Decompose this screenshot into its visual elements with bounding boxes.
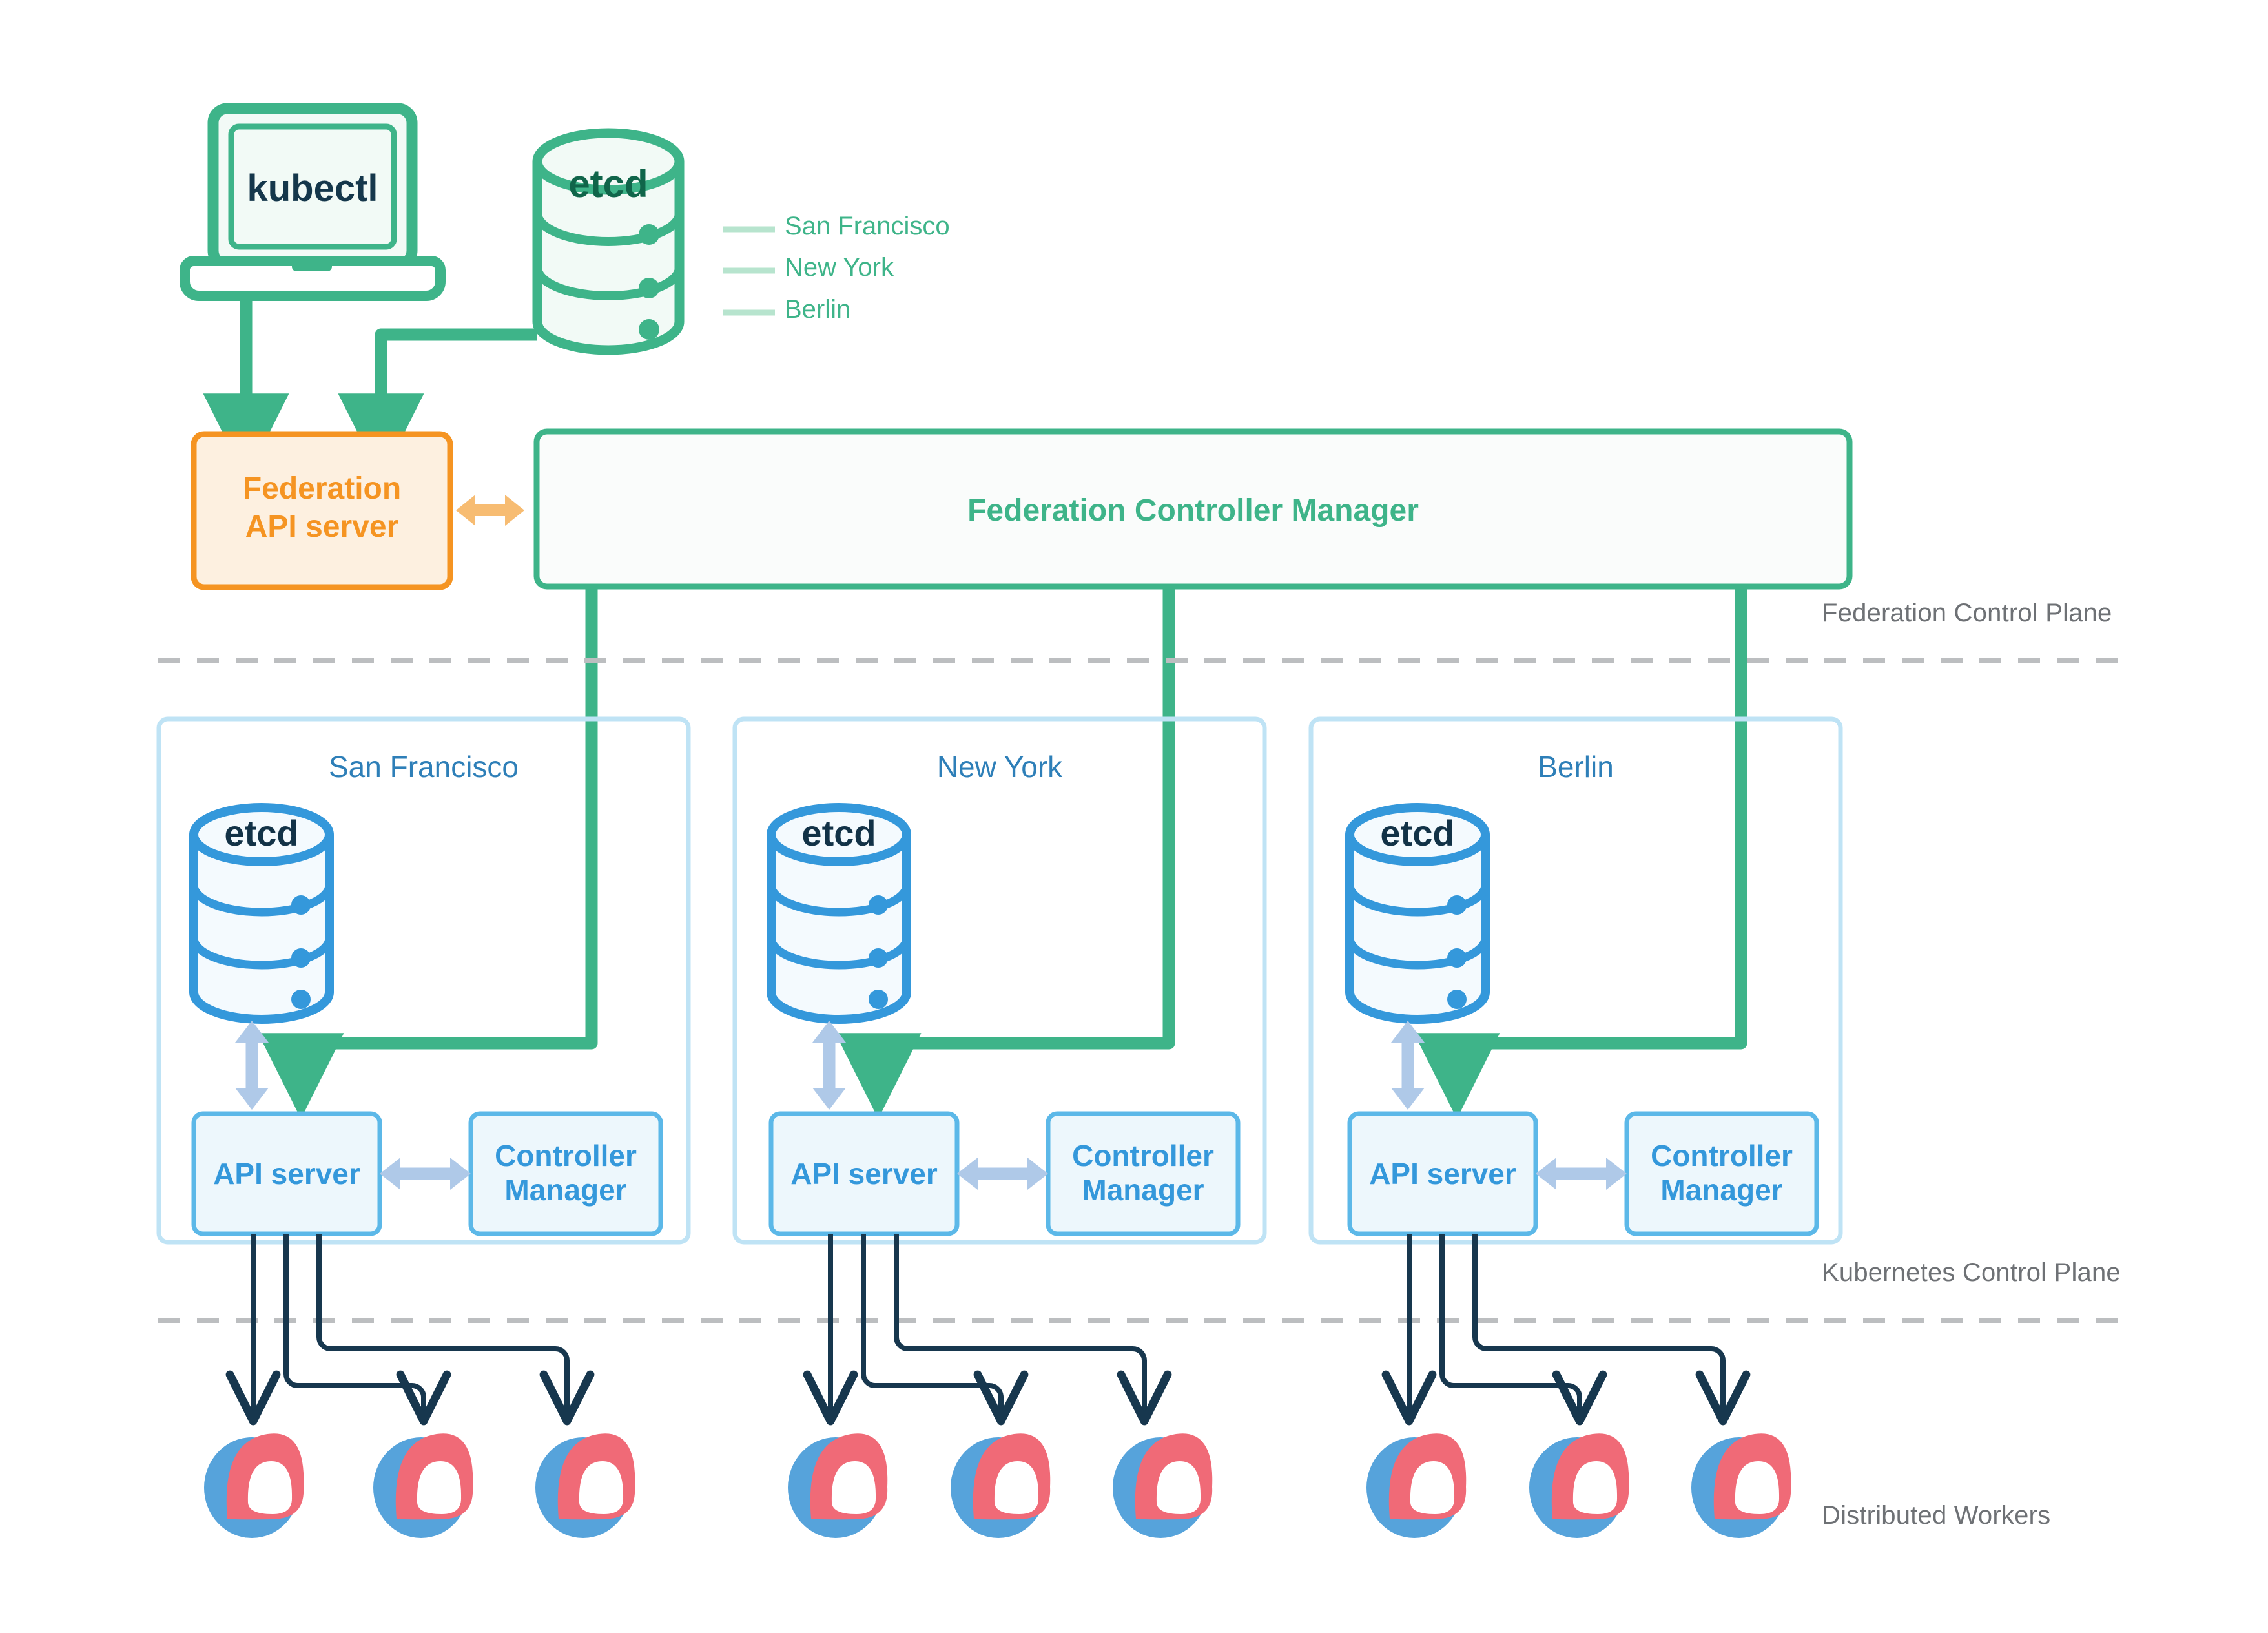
worker-node-icon [1366, 1433, 1467, 1538]
arrow-etcd-to-federation-api [338, 328, 537, 480]
worker-node-icon [1529, 1433, 1629, 1538]
arrows-apiserver-to-workers-berlin [1381, 1234, 1751, 1426]
cm-line1: Controller [495, 1139, 637, 1172]
legend-item-berlin: Berlin [785, 295, 851, 324]
arrow-apiserver-controller-berlin [1536, 1158, 1627, 1190]
api-server-label-berlin: API server [1369, 1157, 1516, 1191]
plane-label-federation-control-plane: Federation Control Plane [1822, 599, 2112, 627]
cluster-title-berlin: Berlin [1538, 750, 1614, 784]
worker-node-icon [788, 1433, 888, 1538]
cm-line2: Manager [1082, 1173, 1204, 1207]
cm-line1: Controller [1072, 1139, 1214, 1172]
cluster-box-berlin[interactable] [1308, 716, 1843, 1245]
etcd-label-new-york: etcd [801, 813, 876, 853]
api-server-label-new-york: API server [790, 1157, 938, 1191]
legend-item-new-york: New York [785, 253, 894, 282]
cluster-box-new-york[interactable] [732, 716, 1267, 1245]
federation-controller-manager-label: Federation Controller Manager [967, 494, 1419, 528]
arrows-apiserver-to-workers-new-york [803, 1234, 1172, 1426]
worker-node-icon [204, 1433, 304, 1538]
etcd-icon-berlin [1345, 803, 1490, 1024]
worker-node-icon [1113, 1433, 1213, 1538]
cluster-title-new-york: New York [936, 750, 1063, 784]
plane-label-kubernetes-control-plane: Kubernetes Control Plane [1822, 1258, 2121, 1287]
etcd-icon-san-francisco [189, 803, 335, 1024]
worker-node-icon [535, 1433, 635, 1538]
arrow-apiserver-controller-new-york [957, 1158, 1048, 1190]
arrow-etcd-apiserver-berlin [1391, 1021, 1425, 1110]
arrow-apiserver-controller-san-francisco [380, 1158, 471, 1190]
cm-line1: Controller [1651, 1139, 1793, 1172]
controller-manager-label-san-francisco: Controller Manager [471, 1139, 661, 1208]
controller-manager-label-new-york: Controller Manager [1048, 1139, 1238, 1208]
federation-api-server-label: Federation API server [194, 470, 450, 546]
legend-item-san-francisco: San Francisco [785, 212, 950, 240]
cm-line2: Manager [504, 1173, 627, 1207]
etcd-label-berlin: etcd [1380, 813, 1455, 853]
cm-line2: Manager [1660, 1173, 1783, 1207]
worker-node-icon [1691, 1433, 1791, 1538]
etcd-icon-new-york [766, 803, 912, 1024]
worker-node-icon [373, 1433, 473, 1538]
federation-controller-manager-box[interactable] [533, 428, 1853, 590]
arrow-federation-api-to-fcm [456, 495, 524, 526]
fcm-to-clusters-green-lines [258, 587, 1747, 1119]
arrow-etcd-apiserver-new-york [812, 1021, 846, 1110]
plane-label-distributed-workers: Distributed Workers [1822, 1501, 2051, 1530]
legend-connector-lines [723, 226, 775, 316]
etcd-label-san-francisco: etcd [224, 813, 299, 853]
arrows-apiserver-to-workers-san-francisco [225, 1234, 595, 1426]
arrow-etcd-apiserver-san-francisco [235, 1021, 269, 1110]
etcd-federation-icon [532, 128, 685, 355]
cluster-box-san-francisco[interactable] [156, 716, 691, 1245]
controller-manager-label-berlin: Controller Manager [1627, 1139, 1817, 1208]
kubectl-label: kubectl [247, 167, 378, 209]
worker-node-icon [951, 1433, 1051, 1538]
federation-api-server-box[interactable] [191, 431, 453, 590]
etcd-federation-label: etcd [568, 162, 648, 205]
api-server-label-san-francisco: API server [213, 1157, 360, 1191]
federation-api-server-line1: Federation [242, 472, 402, 506]
cluster-title-san-francisco: San Francisco [328, 750, 519, 784]
federation-api-server-line2: API server [245, 509, 399, 544]
kubectl-laptop-icon [180, 103, 446, 301]
